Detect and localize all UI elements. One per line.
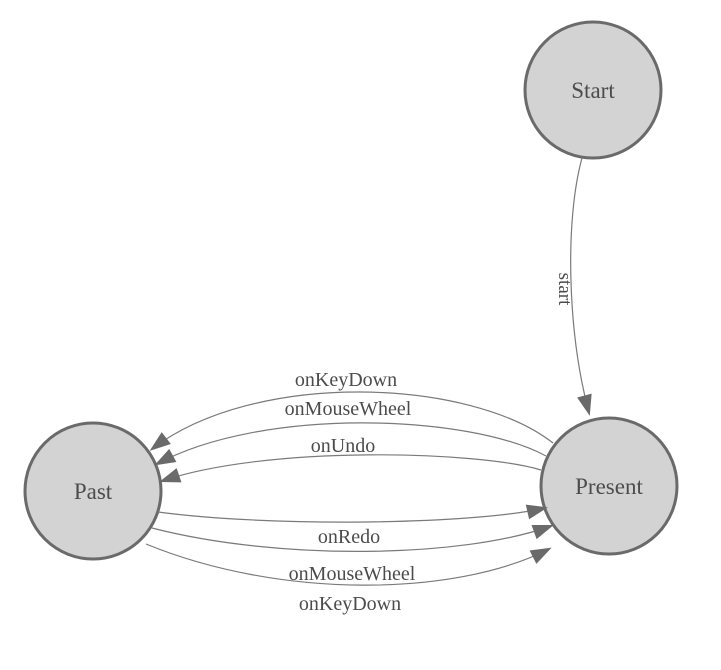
- edge-labels-layer: start onKeyDown onMouseWheel onUndo onRedo on…: [285, 273, 575, 615]
- edges-layer: [145, 157, 592, 586]
- transition-label-present-to-past-3: onUndo: [311, 435, 375, 457]
- state-node-label-past: Past: [74, 479, 113, 504]
- state-node-label-present: Present: [575, 474, 643, 499]
- transition-label-present-to-past-2: onMouseWheel: [285, 398, 412, 420]
- transition-label-past-to-present-4: onRedo: [318, 526, 380, 548]
- transition-edge-present-to-past: [159, 454, 542, 483]
- state-node-past[interactable]: [23, 421, 163, 561]
- state-node-present[interactable]: [539, 416, 679, 556]
- transition-edge-past-to-present: [151, 524, 554, 553]
- transition-label-present-to-past-1: onKeyDown: [295, 369, 397, 391]
- transition-label-start-to-present-0: start: [554, 273, 575, 306]
- state-node-start[interactable]: [523, 20, 663, 160]
- transition-label-past-to-present-6: onKeyDown: [299, 593, 401, 615]
- transition-label-past-to-present-5: onMouseWheel: [289, 563, 416, 585]
- transition-edge-present-to-past: [154, 422, 547, 466]
- state-node-label-start: Start: [571, 78, 615, 103]
- transition-edge-start-to-present: [570, 157, 592, 416]
- transition-edge-present-to-past: [149, 391, 554, 451]
- transition-edge-past-to-present: [145, 543, 552, 586]
- transition-edge-past-to-present: [157, 504, 548, 523]
